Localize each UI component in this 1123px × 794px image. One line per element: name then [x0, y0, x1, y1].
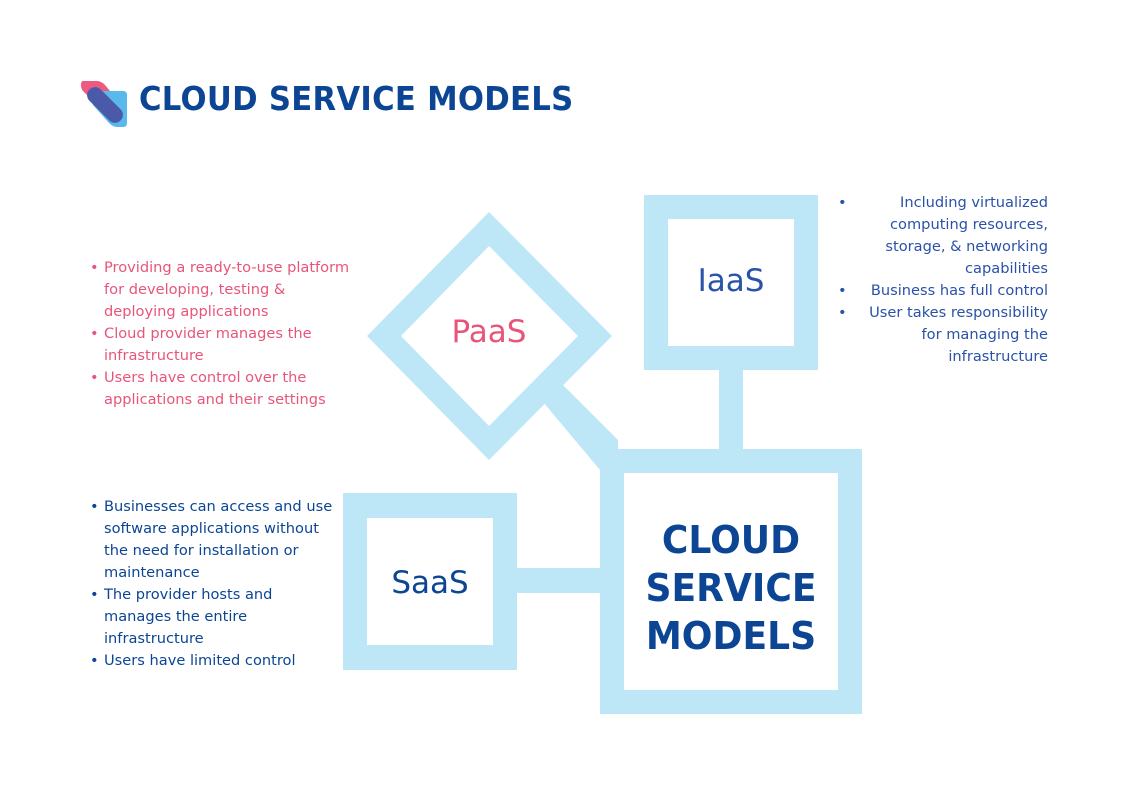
paas-label: PaaS — [451, 314, 527, 350]
overlapping-pills-logo-icon — [81, 81, 127, 127]
saas-connector — [515, 568, 602, 593]
saas-frame — [343, 493, 517, 670]
list-item: Providing a ready-to-use platform for de… — [88, 257, 353, 323]
center-title-line: MODELS — [645, 614, 817, 658]
center-title: CLOUD SERVICE MODELS — [629, 516, 832, 660]
center-title-line: SERVICE — [645, 566, 817, 610]
iaas-notes-list: Including virtualized computing resource… — [836, 192, 1048, 368]
list-item: Including virtualized computing resource… — [836, 192, 1048, 280]
iaas-label: IaaS — [697, 263, 765, 299]
list-item: Users have control over the applications… — [88, 367, 353, 411]
list-item: Business has full control — [836, 280, 1048, 302]
iaas-frame — [644, 195, 818, 370]
saas-notes-list: Businesses can access and use software a… — [88, 496, 343, 672]
list-item: User takes responsibility for managing t… — [836, 302, 1048, 368]
list-item: Cloud provider manages the infrastructur… — [88, 323, 353, 367]
iaas-connector — [719, 368, 743, 452]
page-title: CLOUD SERVICE MODELS — [139, 79, 574, 118]
paas-notes-list: Providing a ready-to-use platform for de… — [88, 257, 353, 411]
list-item: Users have limited control — [88, 650, 343, 672]
center-title-line: CLOUD — [661, 518, 801, 562]
paas-connector — [538, 378, 618, 470]
paas-frame — [367, 212, 612, 460]
list-item: The provider hosts and manages the entir… — [88, 584, 343, 650]
list-item: Businesses can access and use software a… — [88, 496, 343, 584]
saas-label: SaaS — [391, 565, 469, 601]
